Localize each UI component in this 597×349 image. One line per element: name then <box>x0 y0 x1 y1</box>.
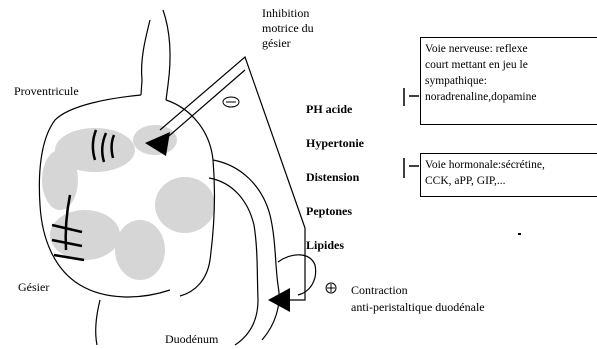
stimulus-ph-acide: PH acide <box>306 101 364 118</box>
esophagus-right <box>163 10 170 100</box>
duodenum-inner <box>209 178 258 345</box>
organ-outline <box>39 10 315 345</box>
proventricule-label: Proventricule <box>14 84 79 99</box>
stimulus-lipides: Lipides <box>306 237 364 254</box>
voie-hormonale-text: Voie hormonale:sécrétine, CCK, aPP, GIP,… <box>421 154 597 192</box>
voie-nerveuse-text: Voie nerveuse: reflexe court mettant en … <box>421 38 597 108</box>
stimulus-brackets <box>404 88 419 178</box>
stimulus-peptones: Peptones <box>306 203 364 220</box>
stimuli-list: PH acide Hypertonie Distension Peptones … <box>306 84 364 271</box>
voie-hormonale-box: Voie hormonale:sécrétine, CCK, aPP, GIP,… <box>420 153 597 197</box>
gesier-label: Gésier <box>18 280 49 295</box>
esophagus-left <box>141 20 150 95</box>
voie-nerveuse-box: Voie nerveuse: reflexe court mettant en … <box>420 37 597 125</box>
contraction-label: Contraction anti-peristaltique duodénale <box>351 282 485 316</box>
duodenum-outer <box>213 160 278 285</box>
duodenum-label: Duodénum <box>165 332 218 347</box>
stimulus-distension: Distension <box>306 169 364 186</box>
stimulus-hypertonie: Hypertonie <box>306 135 364 152</box>
gizzard-bottom <box>96 300 100 345</box>
duodenum-tail <box>262 285 279 340</box>
inhibition-label: Inhibition motrice du gésier <box>262 6 342 51</box>
